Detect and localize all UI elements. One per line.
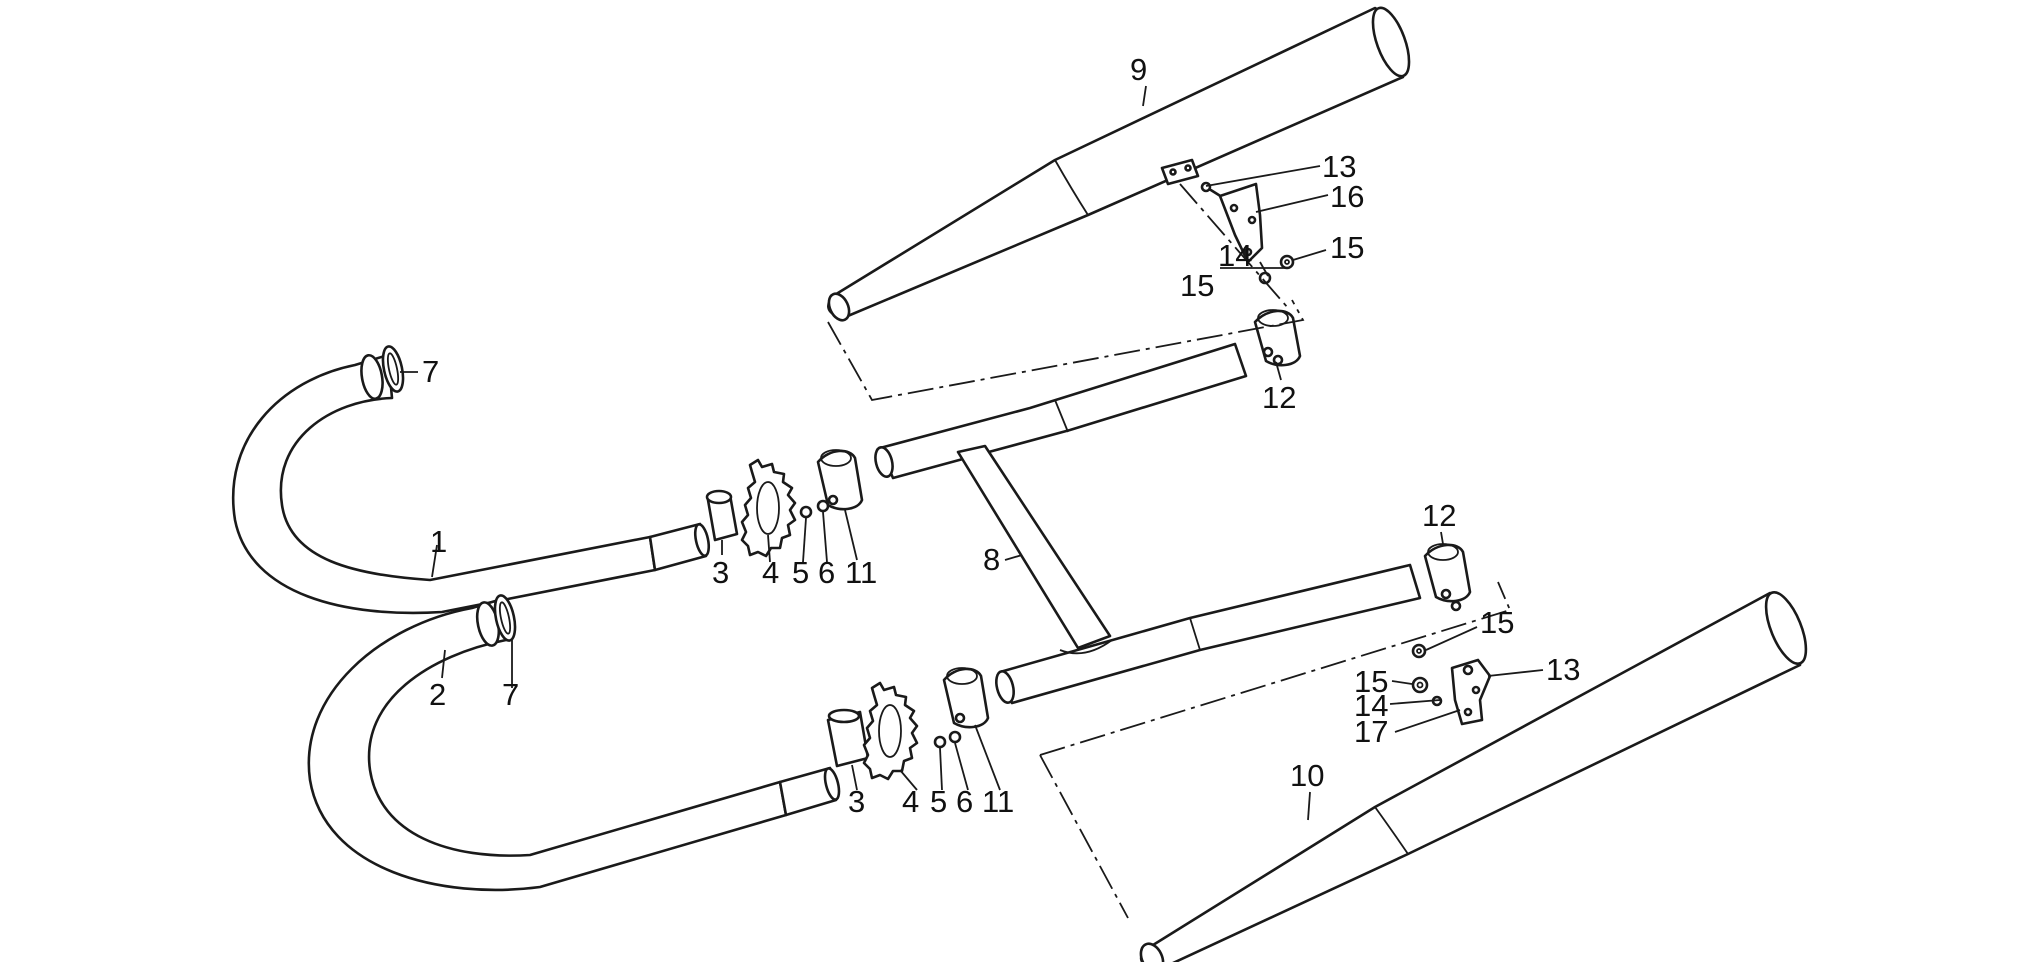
label-14-lower: 14 bbox=[1354, 688, 1388, 723]
header-pipe-2 bbox=[307, 597, 841, 892]
sleeve-3-upper bbox=[705, 489, 739, 542]
nut-15-lower-top bbox=[1411, 643, 1427, 659]
label-4-upper: 4 bbox=[762, 555, 779, 590]
label-17: 17 bbox=[1354, 714, 1388, 749]
muffler-upper bbox=[827, 6, 1411, 322]
label-15-upper-left: 15 bbox=[1180, 268, 1214, 303]
clamp-11-upper bbox=[816, 449, 864, 511]
label-4-lower: 4 bbox=[902, 784, 919, 819]
assembly-line-muffler-lower bbox=[1039, 754, 1129, 919]
assembly-line-bracket bbox=[1179, 183, 1289, 309]
nut-15-upper-right bbox=[1279, 254, 1295, 270]
nut-6-lower bbox=[948, 730, 962, 744]
label-13-upper: 13 bbox=[1322, 149, 1356, 184]
label-15-upper-right: 15 bbox=[1330, 230, 1364, 265]
assembly-line-upper bbox=[827, 299, 1305, 402]
label-6-upper: 6 bbox=[818, 555, 835, 590]
header-pipe-1 bbox=[232, 353, 711, 615]
balance-pipe-8 bbox=[874, 342, 1422, 705]
label-15-lower-left: 15 bbox=[1354, 664, 1388, 699]
clamp-12-upper bbox=[1253, 309, 1302, 367]
clamp-12-lower bbox=[1423, 543, 1472, 612]
label-10: 10 bbox=[1290, 758, 1324, 793]
label-14-upper: 14 bbox=[1218, 238, 1252, 273]
label-12-upper: 12 bbox=[1262, 380, 1296, 415]
label-5-upper: 5 bbox=[792, 555, 809, 590]
assembly-line-lower bbox=[1039, 581, 1512, 756]
label-2: 2 bbox=[429, 677, 446, 712]
label-11-upper: 11 bbox=[845, 555, 877, 590]
label-5-lower: 5 bbox=[930, 784, 947, 819]
label-9: 9 bbox=[1130, 52, 1147, 87]
gasket-7-lower bbox=[493, 594, 517, 642]
bracket-16 bbox=[1218, 182, 1264, 264]
label-12-lower: 12 bbox=[1422, 498, 1456, 533]
label-7-lower: 7 bbox=[502, 677, 519, 712]
bracket-plate-upper bbox=[1160, 158, 1200, 186]
label-1: 1 bbox=[430, 524, 447, 559]
label-11-lower: 11 bbox=[982, 784, 1014, 819]
nut-15-lower-left bbox=[1411, 676, 1429, 694]
leader-lines bbox=[400, 85, 1544, 821]
label-16: 16 bbox=[1330, 179, 1364, 214]
reference-labels: 7 1 2 7 3 4 5 6 11 3 4 5 6 11 8 9 13 16 … bbox=[422, 52, 1580, 819]
label-8: 8 bbox=[983, 542, 1000, 577]
label-13-lower: 13 bbox=[1546, 652, 1580, 687]
gasket-7-upper bbox=[381, 345, 405, 393]
label-3-lower: 3 bbox=[848, 784, 865, 819]
washer-5-lower bbox=[933, 735, 947, 749]
ring-nut-4-lower bbox=[862, 681, 919, 781]
label-3-upper: 3 bbox=[712, 555, 729, 590]
washer-5-upper bbox=[799, 505, 813, 519]
label-7-upper: 7 bbox=[422, 354, 439, 389]
bracket-17 bbox=[1450, 658, 1492, 726]
label-6-lower: 6 bbox=[956, 784, 973, 819]
clamp-11-lower bbox=[942, 667, 990, 729]
muffler-lower bbox=[1139, 591, 1808, 962]
label-15-lower-top: 15 bbox=[1480, 605, 1514, 640]
sleeve-3-lower bbox=[826, 708, 870, 768]
ring-nut-4-upper bbox=[740, 458, 797, 558]
